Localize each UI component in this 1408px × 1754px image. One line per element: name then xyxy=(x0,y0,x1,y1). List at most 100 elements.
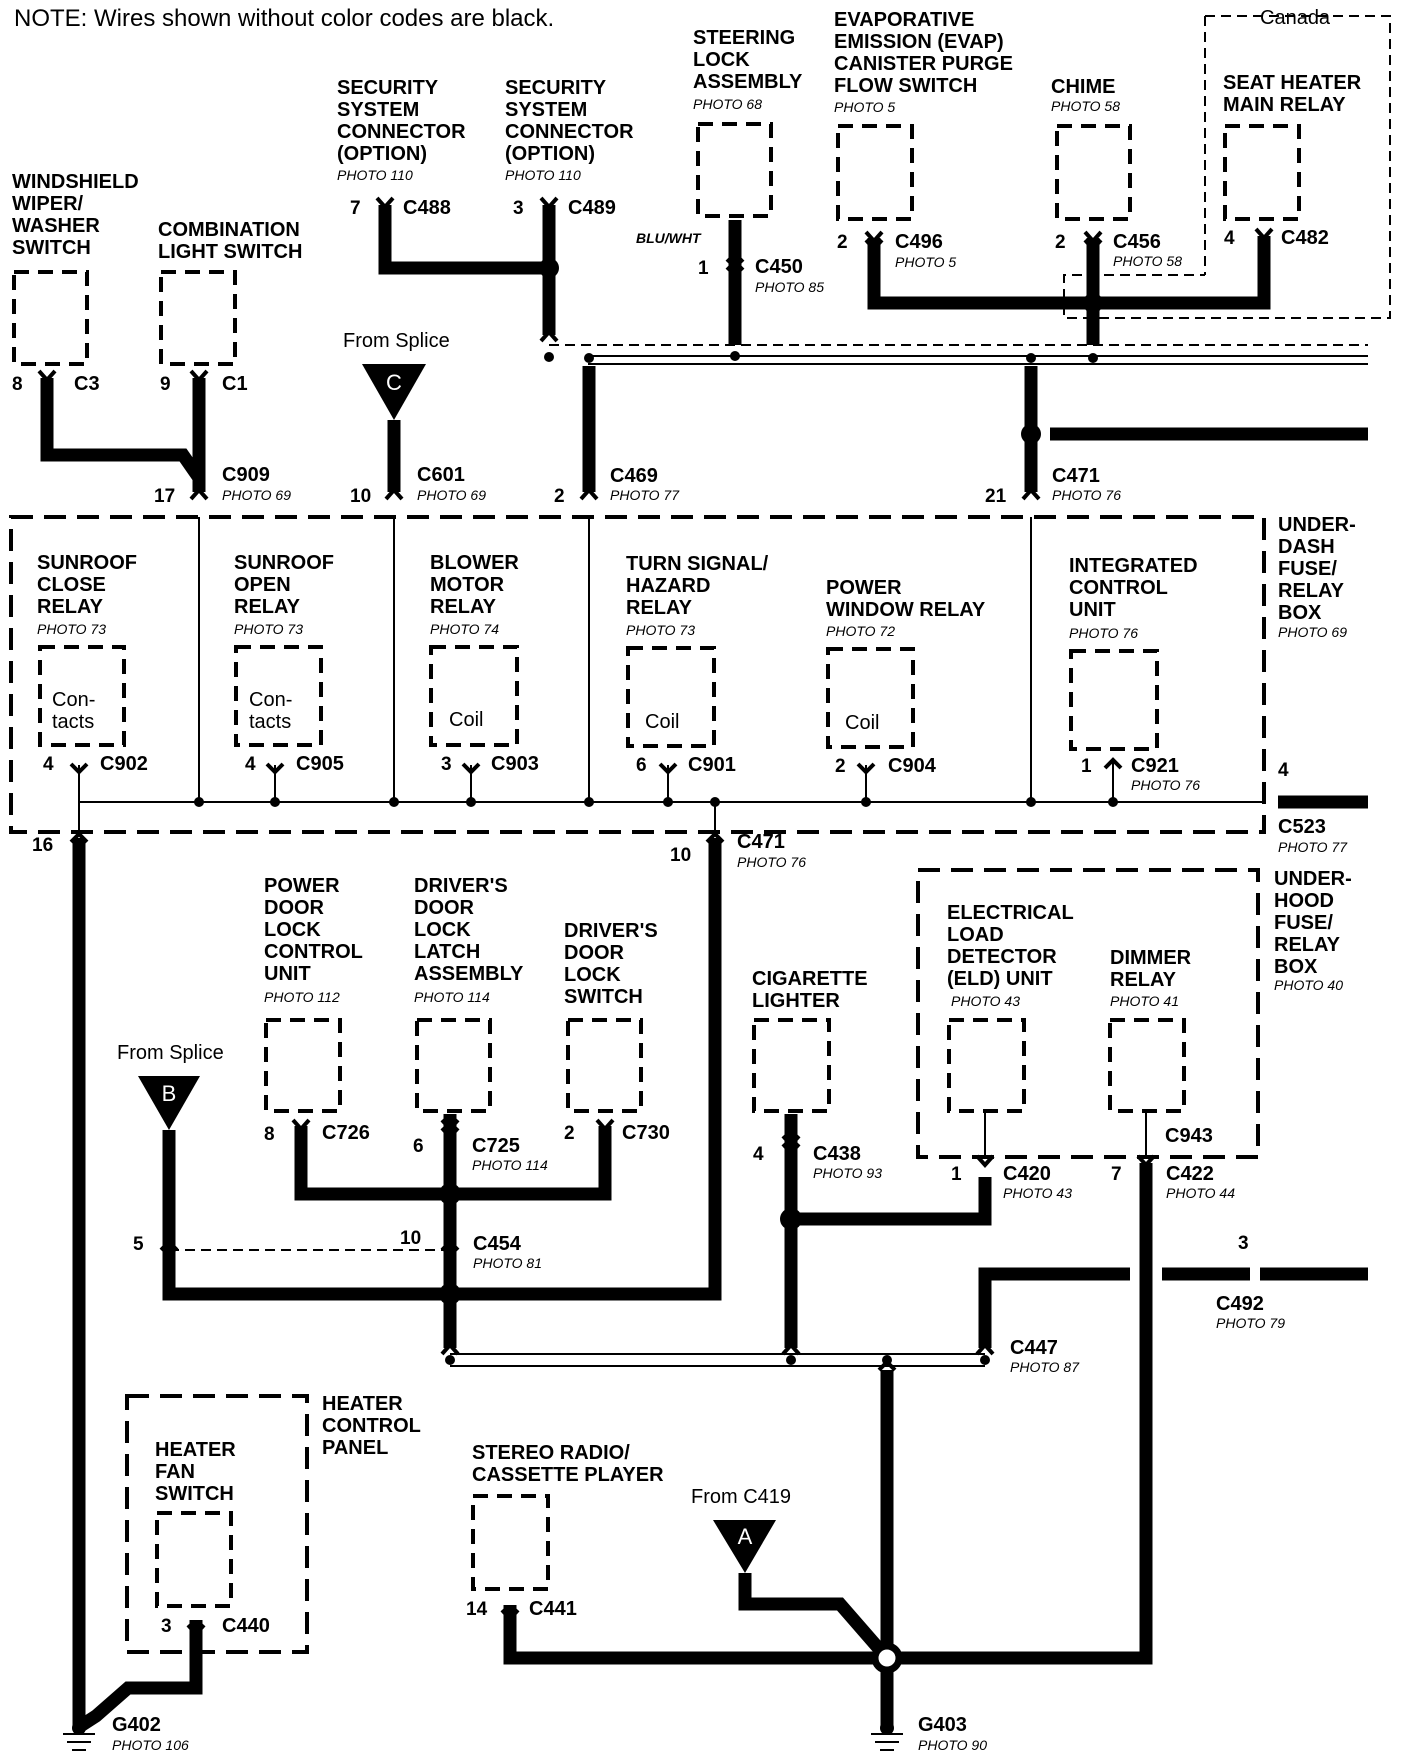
svg-text:CHIME: CHIME xyxy=(1051,76,1115,98)
svg-text:PHOTO 110: PHOTO 110 xyxy=(505,167,581,183)
svg-text:C420: C420 xyxy=(1003,1163,1051,1185)
svg-text:Con-tacts: Con-tacts xyxy=(52,689,95,733)
splice-b: From Splice B xyxy=(117,1042,224,1130)
svg-text:C: C xyxy=(386,370,402,395)
svg-text:PHOTO 72: PHOTO 72 xyxy=(826,623,895,639)
under-hood-wires: 1 C420 PHOTO 43 7 C422 PHOTO 44 3 C492 P… xyxy=(887,1163,1368,1665)
svg-text:6: 6 xyxy=(413,1136,424,1157)
svg-text:STEREO RADIO/CASSETTE PLAYER: STEREO RADIO/CASSETTE PLAYER xyxy=(472,1442,664,1486)
svg-text:14: 14 xyxy=(466,1599,488,1620)
svg-text:4: 4 xyxy=(1224,228,1235,249)
svg-text:4: 4 xyxy=(245,754,256,775)
svg-text:C3: C3 xyxy=(74,373,100,395)
svg-text:C471: C471 xyxy=(1052,465,1100,487)
ground-g402: G402 PHOTO 106 xyxy=(63,1714,189,1753)
svg-text:C904: C904 xyxy=(888,755,937,777)
svg-text:PHOTO 44: PHOTO 44 xyxy=(1166,1185,1235,1201)
svg-text:PHOTO 77: PHOTO 77 xyxy=(1278,839,1348,855)
svg-text:PHOTO 69: PHOTO 69 xyxy=(222,487,291,503)
svg-text:C943: C943 xyxy=(1165,1125,1213,1147)
svg-text:G402: G402 xyxy=(112,1714,161,1736)
svg-text:PHOTO 43: PHOTO 43 xyxy=(1003,1185,1072,1201)
svg-text:9: 9 xyxy=(160,374,171,395)
svg-text:16: 16 xyxy=(32,835,53,856)
svg-text:PHOTO 73: PHOTO 73 xyxy=(37,621,106,637)
svg-text:10: 10 xyxy=(350,486,371,507)
svg-text:C440: C440 xyxy=(222,1615,270,1637)
svg-text:8: 8 xyxy=(264,1124,275,1145)
svg-text:3: 3 xyxy=(441,754,452,775)
svg-text:PHOTO 43: PHOTO 43 xyxy=(951,993,1020,1009)
svg-text:PHOTO 77: PHOTO 77 xyxy=(610,487,680,503)
svg-text:1: 1 xyxy=(698,258,709,279)
svg-text:PHOTO 79: PHOTO 79 xyxy=(1216,1315,1285,1331)
svg-text:C730: C730 xyxy=(622,1122,670,1144)
svg-text:From C419: From C419 xyxy=(691,1486,791,1508)
svg-text:C482: C482 xyxy=(1281,227,1329,249)
svg-text:PHOTO 76: PHOTO 76 xyxy=(1131,777,1200,793)
svg-text:PHOTO 85: PHOTO 85 xyxy=(755,279,824,295)
connector-forks xyxy=(37,196,1274,1638)
svg-text:7: 7 xyxy=(1111,1164,1122,1185)
top-wires xyxy=(40,205,1368,492)
svg-text:G403: G403 xyxy=(918,1714,967,1736)
svg-text:1: 1 xyxy=(951,1164,962,1185)
svg-text:PHOTO 5: PHOTO 5 xyxy=(895,254,956,270)
svg-text:PHOTO 58: PHOTO 58 xyxy=(1113,253,1182,269)
note-text: NOTE: Wires shown without color codes ar… xyxy=(14,5,554,32)
svg-text:PHOTO 58: PHOTO 58 xyxy=(1051,98,1120,114)
svg-text:PHOTO 112: PHOTO 112 xyxy=(264,989,340,1005)
middle-wires: 16 10 C471 PHOTO 76 xyxy=(32,831,806,1727)
svg-text:C523: C523 xyxy=(1278,816,1326,838)
splice-a: From C419 A xyxy=(691,1486,903,1674)
svg-text:PHOTO 110: PHOTO 110 xyxy=(337,167,413,183)
svg-text:C905: C905 xyxy=(296,753,344,775)
svg-text:6: 6 xyxy=(636,755,647,776)
svg-text:From Splice: From Splice xyxy=(117,1042,224,1064)
svg-text:PHOTO 76: PHOTO 76 xyxy=(1069,625,1138,641)
svg-text:C489: C489 xyxy=(568,197,616,219)
chime: CHIME PHOTO 58 2 C456 PHOTO 58 xyxy=(1051,76,1182,269)
svg-text:4: 4 xyxy=(43,754,54,775)
svg-text:PHOTO 73: PHOTO 73 xyxy=(234,621,303,637)
svg-text:Con-tacts: Con-tacts xyxy=(249,689,292,733)
svg-text:PHOTO 114: PHOTO 114 xyxy=(414,989,490,1005)
svg-text:C488: C488 xyxy=(403,197,451,219)
svg-text:PHOTO 73: PHOTO 73 xyxy=(626,622,695,638)
svg-text:2: 2 xyxy=(1055,232,1066,253)
svg-text:C903: C903 xyxy=(491,753,539,775)
svg-text:Coil: Coil xyxy=(845,712,879,734)
svg-text:C726: C726 xyxy=(322,1122,370,1144)
svg-text:Coil: Coil xyxy=(449,709,483,731)
svg-text:C471: C471 xyxy=(737,831,785,853)
svg-text:C450: C450 xyxy=(755,256,803,278)
svg-text:PHOTO 114: PHOTO 114 xyxy=(472,1157,548,1173)
svg-text:5: 5 xyxy=(133,1234,144,1255)
canada-region: Canada xyxy=(1063,7,1391,319)
svg-text:C438: C438 xyxy=(813,1143,861,1165)
svg-text:1: 1 xyxy=(1081,756,1092,777)
connector-row-top: 17 C909 PHOTO 69 10 C601 PHOTO 69 2 C469… xyxy=(154,464,1121,507)
svg-text:10: 10 xyxy=(670,845,691,866)
